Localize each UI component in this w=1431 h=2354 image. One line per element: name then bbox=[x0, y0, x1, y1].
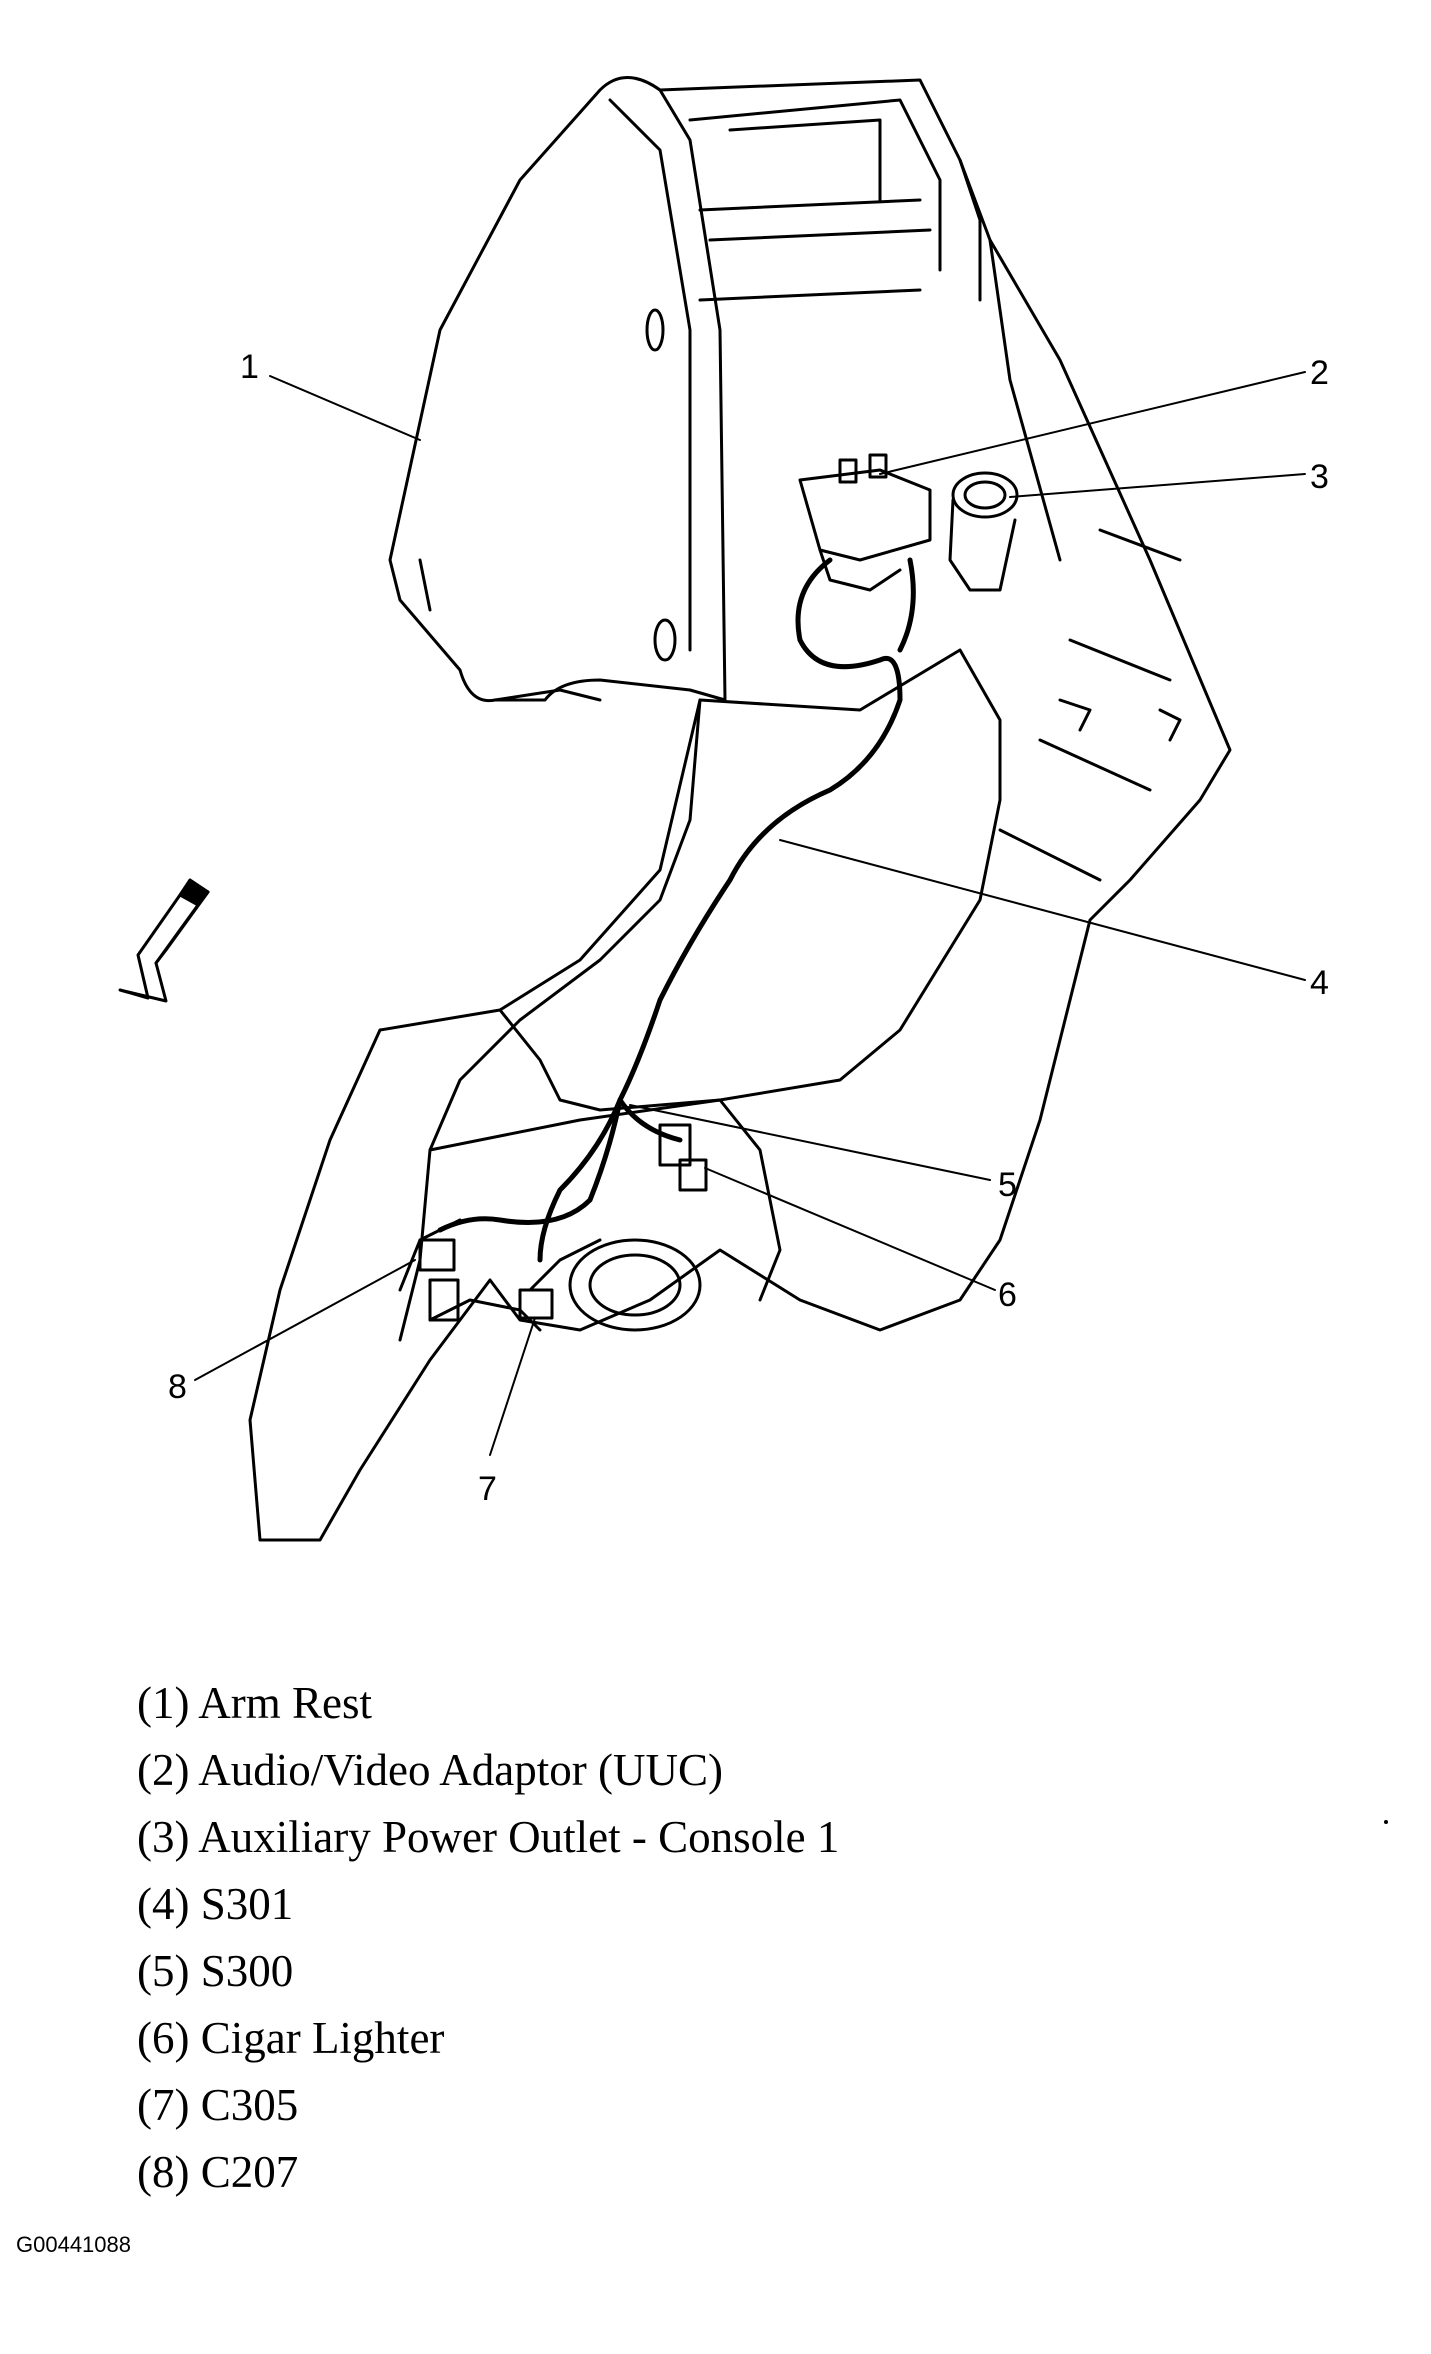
legend-item-s301: (4) S301 bbox=[137, 1879, 294, 1929]
connector-drawings bbox=[418, 1123, 708, 1322]
legend-item-auxiliary-power-outlet: (3) Auxiliary Power Outlet - Console 1 bbox=[137, 1812, 840, 1862]
stray-dot bbox=[1384, 1820, 1388, 1824]
callout-7: 7 bbox=[478, 1470, 497, 1508]
legend-item-c305: (7) C305 bbox=[137, 2080, 299, 2130]
console-body-drawing bbox=[248, 78, 1232, 1542]
legend-item-audio-video-adaptor: (2) Audio/Video Adaptor (UUC) bbox=[137, 1745, 723, 1795]
legend-item-s300: (5) S300 bbox=[137, 1946, 294, 1996]
callout-5: 5 bbox=[998, 1166, 1017, 1204]
leader-lines bbox=[194, 371, 1306, 1456]
callout-2: 2 bbox=[1310, 354, 1329, 392]
figure-id: G00441088 bbox=[16, 2232, 131, 2257]
front-direction-arrow-icon bbox=[118, 878, 210, 1003]
legend-item-arm-rest: (1) Arm Rest bbox=[137, 1678, 372, 1728]
callout-4: 4 bbox=[1310, 964, 1329, 1002]
legend-item-cigar-lighter: (6) Cigar Lighter bbox=[137, 2013, 445, 2063]
callout-6: 6 bbox=[998, 1276, 1017, 1314]
arm-rest-drawing bbox=[388, 76, 727, 703]
callout-3: 3 bbox=[1310, 458, 1329, 496]
legend-item-c207: (8) C207 bbox=[137, 2147, 299, 2197]
callout-8: 8 bbox=[168, 1368, 187, 1406]
component-legend: (1) Arm Rest (2) Audio/Video Adaptor (UU… bbox=[137, 1670, 839, 2206]
wiring-harness-drawing bbox=[437, 557, 916, 1263]
callout-1: 1 bbox=[240, 348, 259, 386]
power-outlet-drawing bbox=[948, 471, 1019, 592]
console-wiring-diagram: 1 2 3 4 5 6 7 8 bbox=[118, 76, 1329, 1542]
